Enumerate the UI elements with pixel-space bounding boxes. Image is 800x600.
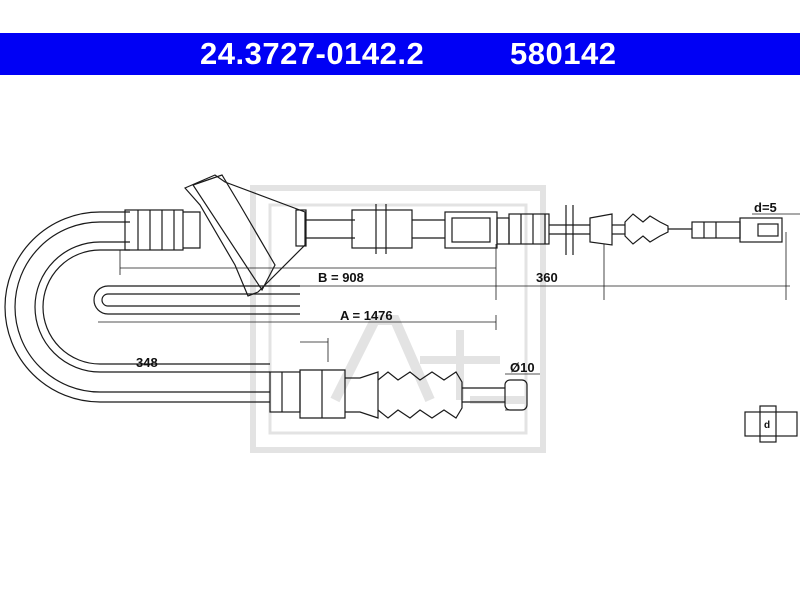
- upper-end-fitting: [124, 174, 783, 297]
- dim-348-label: 348: [136, 355, 158, 370]
- lower-end-fitting: [269, 369, 528, 419]
- part-number: 24.3727-0142.2: [200, 36, 425, 71]
- ate-logo-watermark: [250, 185, 546, 453]
- dim-360-label: 360: [536, 270, 558, 285]
- dim-diameter-label: Ø10: [510, 360, 535, 375]
- detail-d-label: d: [764, 420, 770, 431]
- dim-a-label: A = 1476: [340, 308, 393, 323]
- title-bar: 24.3727-0142.2 580142: [0, 33, 800, 75]
- dimension-labels: B = 908 360 A = 1476 348 Ø10 d=5 d: [136, 200, 777, 431]
- dimension-lines: [98, 213, 800, 411]
- cable-sheath: [4, 211, 300, 403]
- eye-detail-view: [744, 405, 798, 443]
- reference-number: 580142: [510, 36, 617, 71]
- dim-eye-label: d=5: [754, 200, 777, 215]
- dim-b-label: B = 908: [318, 270, 364, 285]
